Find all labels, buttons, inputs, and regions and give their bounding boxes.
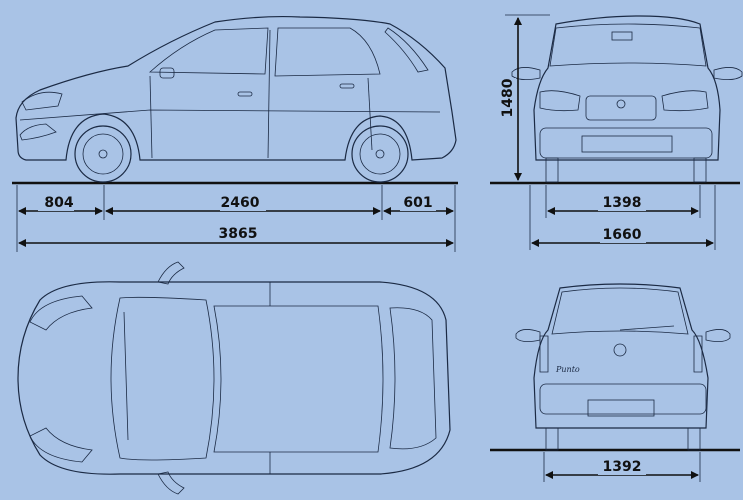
front-body-outline — [533, 15, 721, 161]
rear-track-value: 1392 — [603, 459, 642, 475]
rear-right-tyre — [687, 427, 701, 451]
front-right-tyre — [693, 157, 707, 183]
side-rear-window — [274, 27, 381, 77]
top-right-mirror — [157, 471, 185, 495]
side-front-door-edge — [149, 75, 153, 159]
top-windshield — [110, 296, 215, 461]
top-wiper — [123, 311, 129, 441]
top-view — [17, 261, 451, 495]
side-rear-quarter-window — [384, 27, 429, 73]
side-headlamp — [21, 91, 63, 111]
top-rear-window — [389, 307, 437, 450]
side-front-window — [148, 27, 269, 75]
left-headlamp — [539, 90, 581, 112]
top-left-headlamp — [29, 295, 93, 331]
rear-right-tail-lamp — [693, 335, 703, 373]
front-view — [490, 15, 743, 185]
rear-badge — [613, 343, 627, 357]
front-door-handle — [237, 91, 253, 97]
width-dimensions: 1398 1660 — [529, 185, 716, 250]
rear-right-mirror — [705, 329, 731, 342]
front-track-value: 1398 — [603, 195, 642, 211]
front-left-tyre — [545, 157, 559, 183]
top-roof — [213, 305, 384, 453]
rear-window — [551, 287, 689, 335]
left-side-mirror — [511, 67, 541, 80]
side-mirror — [159, 67, 175, 79]
rear-left-tyre — [545, 427, 559, 451]
rear-door-handle — [339, 83, 355, 89]
side-rear-wheel — [351, 125, 409, 183]
rear-wiper — [619, 325, 675, 331]
side-rear-door-edge — [367, 77, 373, 151]
right-side-mirror — [713, 67, 743, 80]
rear-view-mirror — [611, 31, 633, 41]
overall-length-value: 3865 — [219, 226, 258, 242]
height-dimension: 1480 — [500, 14, 550, 181]
rear-bumper — [539, 383, 707, 415]
rear-model-script: Punto — [555, 365, 580, 374]
side-fog-lamp — [19, 123, 57, 141]
front-overhang-value: 804 — [44, 195, 73, 211]
side-view — [12, 15, 458, 185]
rear-left-tail-lamp — [539, 335, 549, 373]
top-right-headlamp — [29, 427, 93, 463]
length-dimensions: 804 2460 601 3865 — [16, 185, 456, 252]
side-door-pillar — [267, 29, 271, 159]
lower-intake — [581, 135, 673, 153]
front-badge — [616, 99, 626, 109]
licence-plate-recess — [587, 399, 655, 417]
overall-width-value: 1660 — [603, 227, 642, 243]
rear-track-dimension: 1392 — [543, 452, 701, 482]
wheelbase-value: 2460 — [221, 195, 260, 211]
side-belt-line — [19, 109, 441, 121]
front-grille — [585, 95, 657, 121]
height-value: 1480 — [500, 78, 516, 117]
rear-overhang-value: 601 — [403, 195, 432, 211]
rear-left-mirror — [515, 329, 541, 342]
side-front-wheel — [74, 125, 132, 183]
front-bumper — [539, 127, 713, 159]
windshield — [549, 23, 707, 67]
side-body-outline — [15, 15, 457, 161]
right-headlamp — [661, 90, 709, 112]
rear-view: Punto — [490, 283, 740, 452]
top-body-outline — [17, 281, 451, 475]
top-left-mirror — [157, 261, 185, 285]
